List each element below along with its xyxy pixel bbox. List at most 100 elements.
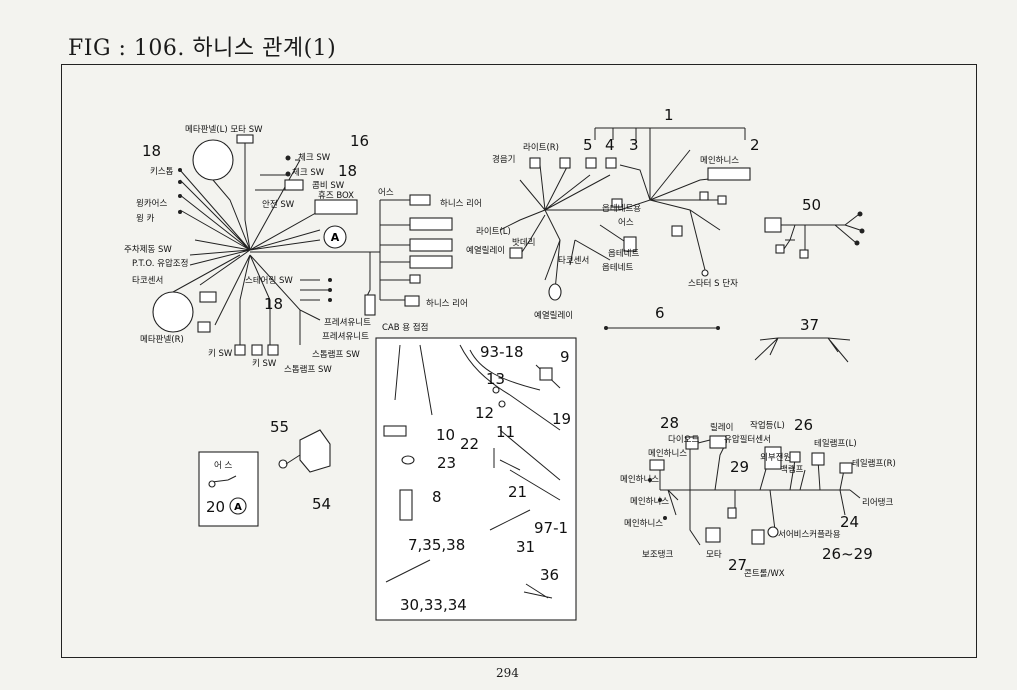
label-meter-r: 메타판넬(R) [140, 335, 184, 345]
label-battery: 밧데리 [512, 238, 535, 248]
label-check-sw2: 체크 SW [292, 167, 325, 178]
callout-27: 27 [728, 556, 747, 574]
horn-icon [529, 157, 541, 169]
callout-28: 28 [660, 414, 679, 432]
label-ext-power: 외부전원 [760, 452, 791, 463]
label-brake: 주차제동 SW [124, 245, 172, 255]
label-starter: 스타터 S 단자 [688, 278, 738, 289]
detail-parts [383, 344, 561, 599]
callout-1: 1 [664, 106, 674, 124]
connector-icon [605, 157, 617, 169]
callout-30-33-34: 30,33,34 [400, 596, 467, 614]
label-tail-l: 테일램프(L) [814, 438, 857, 449]
detail-box [375, 337, 577, 621]
connector-icon [409, 255, 453, 269]
callout-26-29: 26~29 [822, 545, 873, 563]
connector-icon [199, 291, 217, 303]
callout-13: 13 [486, 370, 505, 388]
label-light-r: 라이트(R) [523, 142, 559, 153]
label-oil-sw: 옵테네트용 [602, 204, 641, 214]
label-key-sw: 키 SW [208, 349, 233, 359]
light-r-icon [559, 157, 571, 169]
label-back-lamp: 백램프 [780, 464, 804, 475]
label-pto: P.T.O. 유압조정 [132, 258, 188, 269]
callout-19: 19 [552, 410, 571, 428]
callout-23: 23 [437, 454, 456, 472]
label-main-harness: 메인하니스 [700, 155, 739, 166]
label-main-h1: 메인하니스 [648, 448, 687, 459]
callout-24: 24 [840, 513, 859, 531]
callout-7-35-38: 7,35,38 [408, 536, 465, 554]
label-work-light: 작업등(L) [750, 420, 785, 431]
page-number: 294 [496, 666, 519, 680]
main-harness [499, 127, 751, 301]
harness-6 [604, 326, 720, 330]
label-safety: 안전 SW [262, 199, 295, 210]
harness-37 [754, 337, 851, 363]
label-key-start: 키스톱 [150, 167, 174, 177]
callout-6: 6 [655, 304, 665, 322]
label-tail-r: 테일램프(R) [852, 458, 896, 469]
label-main-h2: 메인하니스 [620, 474, 659, 485]
meter-panel-l-icon [192, 139, 234, 181]
label-relay: 예열릴레이 [466, 245, 505, 256]
earth-box: A [198, 451, 259, 527]
label-earth2: 어스 [618, 217, 634, 228]
connector-icon [409, 194, 431, 206]
main-harness-connector [707, 167, 751, 181]
callout-10: 10 [436, 426, 455, 444]
label-check-sw: 체크 SW [298, 152, 331, 163]
fuse-box-icon [314, 199, 358, 215]
label-stop-sw2: 스톱램프 SW [284, 364, 332, 375]
label-motor: 모타 [706, 550, 722, 560]
callout-12: 12 [475, 404, 494, 422]
label-oil-temp: 옵테네트 [608, 249, 639, 259]
label-winker: 윙카어스 [136, 198, 167, 209]
callout-31: 31 [516, 538, 535, 556]
label-earth: 어스 [378, 187, 394, 198]
callout-20: 20 [206, 498, 225, 516]
callout-9: 9 [560, 348, 570, 366]
label-hyd-sensor: 유압필터센서 [724, 434, 771, 445]
label-light-l: 라이트(L) [476, 226, 511, 237]
connector-icon [409, 217, 453, 231]
connector-icon [197, 321, 211, 333]
callout-18: 18 [264, 295, 283, 313]
label-horn: 경음기 [492, 154, 515, 165]
rear-harness [648, 435, 861, 546]
callout-26: 26 [794, 416, 813, 434]
connector-icon [404, 295, 420, 307]
callout-2: 2 [750, 136, 760, 154]
callout-29: 29 [730, 458, 749, 476]
label-fuse: 휴즈 BOX [318, 191, 354, 201]
key-sw-icon [251, 344, 263, 356]
label-main-h3: 메인하니스 [630, 496, 669, 507]
label-harness-rear: 하니스 리어 [440, 198, 482, 209]
label-combi: 콤비 SW [312, 181, 345, 191]
earth-a-icon [323, 225, 347, 249]
harness-50 [764, 211, 865, 259]
label-diode: 다이오드 [668, 434, 699, 445]
callout-5: 5 [583, 136, 593, 154]
meter-panel-r-icon [152, 291, 194, 333]
page-title: FIG : 106. 하니스 관계(1) [68, 36, 337, 61]
part-54-55 [278, 429, 331, 473]
callout-55: 55 [270, 418, 289, 436]
svg-text:A: A [331, 231, 340, 244]
label-service: 서어비스커플라용 [778, 529, 841, 540]
label-winker2: 윙 카 [136, 213, 155, 224]
label-harness-rear2: 하니스 리어 [426, 298, 468, 309]
callout-37: 37 [800, 316, 819, 334]
motor-sw-icon [236, 134, 254, 144]
label-tacho-sensor: 타코센서 [558, 255, 589, 266]
callout-16: 16 [350, 132, 369, 150]
callout-93-18: 93-18 [480, 343, 524, 361]
connector-icon [585, 157, 597, 169]
callout-8: 8 [432, 488, 442, 506]
key-sw-icon [234, 344, 246, 356]
callout-4: 4 [605, 136, 615, 154]
svg-text:A: A [234, 502, 242, 513]
label-aux-tank: 보조탱크 [642, 549, 673, 560]
left-harness: A [152, 134, 453, 356]
callout-97-1: 97-1 [534, 519, 568, 537]
